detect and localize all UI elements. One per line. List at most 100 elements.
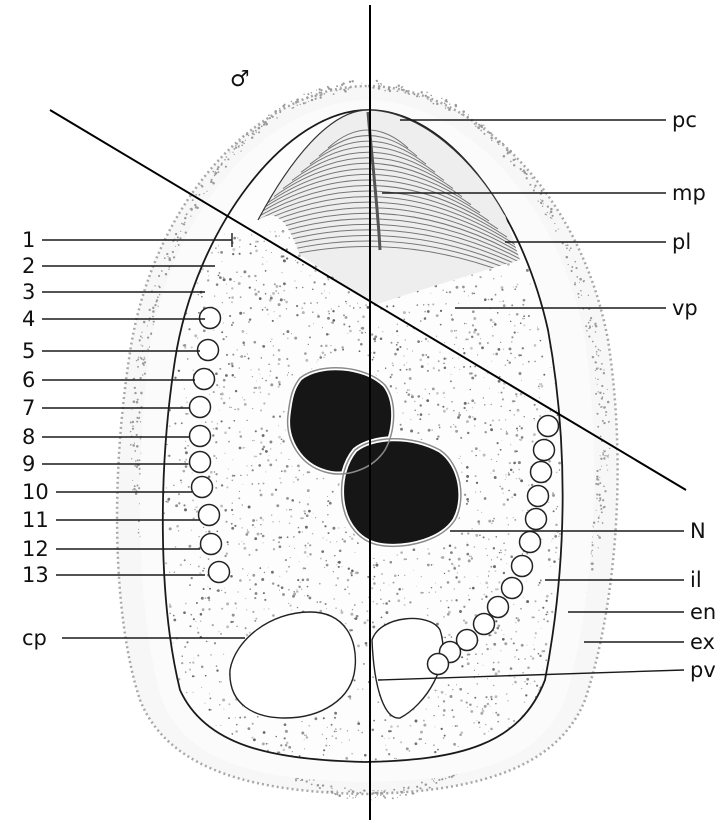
cytoplasm-dot xyxy=(513,720,515,722)
cytoplasm-dot xyxy=(345,531,347,533)
label-2: 2 xyxy=(22,254,35,278)
exine-dot xyxy=(140,392,142,394)
cytoplasm-dot xyxy=(174,571,176,573)
exine-dot xyxy=(349,81,351,83)
cytoplasm-dot xyxy=(211,252,213,254)
cytoplasm-dot xyxy=(275,377,277,379)
exine-dot xyxy=(194,204,196,206)
filament-coil xyxy=(520,532,541,553)
cytoplasm-dot xyxy=(278,358,281,361)
cytoplasm-dot xyxy=(327,500,329,502)
cytoplasm-dot xyxy=(266,309,268,311)
cytoplasm-dot xyxy=(193,370,194,371)
cytoplasm-dot xyxy=(524,318,525,319)
exine-dot xyxy=(355,797,356,798)
cytoplasm-dot xyxy=(558,462,561,465)
cytoplasm-dot xyxy=(249,554,251,556)
cytoplasm-dot xyxy=(458,348,459,349)
exine-dot xyxy=(401,87,403,89)
cytoplasm-dot xyxy=(325,603,327,605)
cytoplasm-dot xyxy=(447,581,450,584)
cytoplasm-dot xyxy=(288,589,290,591)
cytoplasm-dot xyxy=(215,427,218,430)
cytoplasm-dot xyxy=(283,411,285,413)
cytoplasm-dot xyxy=(514,681,517,684)
cytoplasm-dot xyxy=(498,624,501,627)
cytoplasm-dot xyxy=(398,575,399,576)
cytoplasm-dot xyxy=(174,377,176,379)
cytoplasm-dot xyxy=(278,349,281,352)
cytoplasm-dot xyxy=(542,607,544,609)
cytoplasm-dot xyxy=(279,315,282,318)
cytoplasm-dot xyxy=(203,329,206,332)
cytoplasm-dot xyxy=(386,305,388,307)
cytoplasm-dot xyxy=(467,532,469,534)
cytoplasm-dot xyxy=(495,703,497,705)
cytoplasm-dot xyxy=(488,731,489,732)
cytoplasm-dot xyxy=(437,435,439,437)
cytoplasm-dot xyxy=(516,450,518,452)
exine-dot xyxy=(438,779,440,781)
cytoplasm-dot xyxy=(221,261,222,262)
exine-dot xyxy=(502,143,504,145)
cytoplasm-dot xyxy=(532,657,535,660)
cytoplasm-dot xyxy=(536,685,538,687)
cytoplasm-dot xyxy=(371,587,373,589)
cytoplasm-dot xyxy=(417,340,420,343)
cytoplasm-dot xyxy=(448,607,450,609)
cytoplasm-dot xyxy=(524,396,525,397)
cytoplasm-dot xyxy=(412,351,413,352)
cytoplasm-dot xyxy=(373,558,374,559)
cytoplasm-dot xyxy=(201,666,204,669)
cytoplasm-dot xyxy=(193,618,195,620)
cytoplasm-dot xyxy=(208,608,210,610)
cytoplasm-dot xyxy=(349,330,352,333)
cytoplasm-dot xyxy=(279,285,281,287)
cytoplasm-dot xyxy=(432,303,434,305)
cytoplasm-dot xyxy=(512,497,513,498)
cytoplasm-dot xyxy=(239,579,242,582)
cytoplasm-dot xyxy=(461,656,463,658)
exine-dot xyxy=(435,782,437,784)
exine-dot xyxy=(311,99,313,101)
cytoplasm-dot xyxy=(400,741,402,743)
cytoplasm-dot xyxy=(427,614,429,616)
cytoplasm-dot xyxy=(406,392,408,394)
cytoplasm-dot xyxy=(211,421,212,422)
cytoplasm-dot xyxy=(258,483,260,485)
cytoplasm-dot xyxy=(272,582,274,584)
cytoplasm-dot xyxy=(249,243,251,245)
exine-dot xyxy=(319,88,321,90)
cytoplasm-dot xyxy=(220,397,222,399)
cytoplasm-dot xyxy=(239,253,241,255)
exine-dot xyxy=(199,194,201,196)
cytoplasm-dot xyxy=(199,572,201,574)
cytoplasm-dot xyxy=(236,724,238,726)
cytoplasm-dot xyxy=(427,370,429,372)
cytoplasm-dot xyxy=(203,568,205,570)
cytoplasm-dot xyxy=(388,753,390,755)
cytoplasm-dot xyxy=(223,323,224,324)
cytoplasm-dot xyxy=(297,464,300,467)
exine-dot xyxy=(597,391,598,392)
cytoplasm-dot xyxy=(246,609,247,610)
cytoplasm-dot xyxy=(432,387,435,390)
cytoplasm-dot xyxy=(302,287,303,288)
cytoplasm-dot xyxy=(320,345,322,347)
cytoplasm-dot xyxy=(487,703,489,705)
cytoplasm-dot xyxy=(166,501,167,502)
cytoplasm-dot xyxy=(184,388,185,389)
cytoplasm-dot xyxy=(357,542,359,544)
cytoplasm-dot xyxy=(431,587,432,588)
cytoplasm-dot xyxy=(191,530,192,531)
exine-dot xyxy=(475,126,476,127)
cytoplasm-dot xyxy=(417,414,419,416)
exine-dot xyxy=(430,99,432,101)
cytoplasm-dot xyxy=(236,608,237,609)
cytoplasm-dot xyxy=(509,314,510,315)
cytoplasm-dot xyxy=(498,419,500,421)
cytoplasm-dot xyxy=(488,575,489,576)
cytoplasm-dot xyxy=(373,357,375,359)
cytoplasm-dot xyxy=(255,430,257,432)
exine-dot xyxy=(252,130,254,132)
